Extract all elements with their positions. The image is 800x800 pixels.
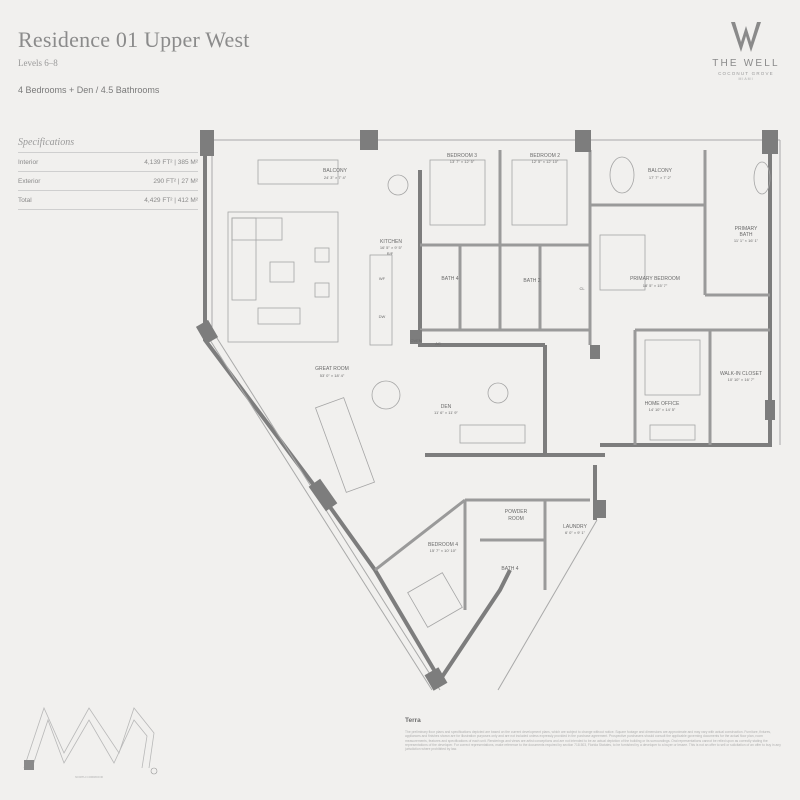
primary-bed	[599, 234, 646, 291]
balcony-lounge	[257, 159, 339, 185]
round-table	[371, 380, 401, 410]
room-label-great-room: GREAT ROOM	[315, 366, 349, 372]
coffee-table	[269, 261, 295, 283]
room-labels: BALCONY 24' 3" × 7' 4" BEDROOM 3 13' 7" …	[315, 153, 762, 572]
room-label-bedroom3: BEDROOM 3	[447, 153, 477, 159]
spec-value: 4,429 FT² | 412 M²	[144, 196, 198, 204]
page-title: Residence 01 Upper West	[18, 27, 250, 52]
room-label-balcony-left: BALCONY	[323, 168, 348, 174]
key-plan: NORTH CORRIDOR	[23, 706, 158, 779]
brand-location: MIAMI	[738, 77, 754, 81]
room-label-bath2: BATH 2	[523, 278, 540, 284]
room-dim: 11' 1" × 16' 1"	[734, 238, 759, 243]
room-dim: 15' 7" × 10' 10"	[430, 548, 457, 553]
room-label-primary-bath-2: BATH	[740, 232, 753, 238]
room-label-balcony-right: BALCONY	[648, 168, 673, 174]
w-monogram-icon	[731, 22, 761, 52]
fixture-cl: CL	[579, 286, 585, 291]
bed-2	[511, 159, 568, 226]
interior-walls	[374, 150, 770, 610]
brand-name: THE WELL	[712, 58, 780, 69]
room-label-bedroom2: BEDROOM 2	[530, 153, 560, 159]
room-dim: 12' 5" × 12' 10"	[532, 159, 559, 164]
bed-4	[407, 572, 463, 628]
exterior-walls	[203, 150, 772, 682]
bedroom-summary: 4 Bedrooms + Den / 4.5 Bathrooms	[18, 85, 160, 95]
room-dim: 18' 5" × 15' 7"	[643, 283, 668, 288]
sofa	[231, 217, 257, 301]
dining-table	[315, 397, 375, 493]
room-label-kitchen: KITCHEN	[380, 239, 402, 245]
room-label-bedroom4: BEDROOM 4	[428, 542, 458, 548]
spec-label: Exterior	[18, 177, 41, 185]
armchair	[314, 282, 330, 298]
room-dim: 14' 10" × 14' 5"	[649, 407, 676, 412]
room-dim: 13' 7" × 12' 5"	[450, 159, 475, 164]
fixture-dw: DW	[379, 314, 386, 319]
glass-lines	[205, 139, 781, 691]
living-rug	[227, 211, 339, 343]
brand-sub: COCONUT GROVE	[718, 71, 774, 76]
specifications-heading: Specifications	[18, 137, 75, 148]
room-label-bath4a: BATH 4	[441, 276, 458, 282]
spec-value: 4,139 FT² | 385 M²	[144, 158, 198, 166]
balcony-chairs	[609, 156, 635, 194]
room-dim: 17' 7" × 7' 2"	[649, 175, 672, 180]
room-label-primary-bath: PRIMARY	[735, 226, 758, 232]
room-dim: 6' 0" × 9' 1"	[565, 530, 586, 535]
den-sofa	[459, 424, 526, 444]
bed-3	[429, 159, 486, 226]
spec-row-exterior: Exterior 290 FT² | 27 M²	[18, 171, 198, 190]
spec-label: Total	[18, 196, 32, 204]
room-label-powder-2: ROOM	[508, 516, 524, 522]
fixture-rf: R/F	[387, 251, 394, 256]
bathtub	[753, 161, 771, 195]
spec-row-interior: Interior 4,139 FT² | 385 M²	[18, 152, 198, 171]
room-label-laundry: LAUNDRY	[563, 524, 587, 530]
fixture-wf: WF	[379, 276, 386, 281]
fixture-oven: OVEN	[410, 338, 421, 343]
room-label-primary-bedroom: PRIMARY BEDROOM	[630, 276, 680, 282]
spec-row-total: Total 4,429 FT² | 412 M²	[18, 190, 198, 210]
room-label-den: DEN	[441, 404, 452, 410]
armchair	[314, 247, 330, 263]
specifications-table: Interior 4,139 FT² | 385 M² Exterior 290…	[18, 152, 198, 210]
bench	[257, 307, 301, 325]
room-label-powder: POWDER	[505, 509, 528, 515]
office-rug	[644, 339, 701, 396]
kitchen-island	[369, 254, 393, 346]
legal-disclaimer: The preliminary floor plans and specific…	[405, 730, 781, 752]
terra-label: Terra	[405, 717, 421, 724]
levels-label: Levels 6–8	[18, 58, 58, 68]
room-label-home-office: HOME OFFICE	[645, 401, 680, 407]
den-table	[487, 382, 509, 404]
room-dim: 16' 5" × 9' 5"	[380, 245, 403, 250]
furniture	[227, 156, 771, 628]
brand-logo: THE WELL COCONUT GROVE MIAMI	[712, 20, 780, 81]
structural-columns	[195, 130, 778, 691]
room-label-walkin: WALK-IN CLOSET	[720, 371, 762, 377]
keyplan-label: NORTH CORRIDOR	[75, 775, 104, 779]
fixture-ac: AC	[435, 341, 441, 346]
spec-value: 290 FT² | 27 M²	[153, 177, 198, 185]
room-label-bath4b: BATH 4	[501, 566, 518, 572]
spec-label: Interior	[18, 158, 39, 166]
room-dim: 10' 10" × 16' 7"	[728, 377, 755, 382]
room-dim: 53' 0" × 18' 4"	[320, 373, 345, 378]
office-sofa	[649, 424, 696, 441]
balcony-table	[387, 174, 409, 196]
sofa-arm	[231, 217, 283, 241]
room-dim: 11' 6" × 11' 9"	[434, 410, 458, 415]
room-dim: 24' 3" × 7' 4"	[324, 175, 347, 180]
north-icon	[150, 767, 158, 775]
